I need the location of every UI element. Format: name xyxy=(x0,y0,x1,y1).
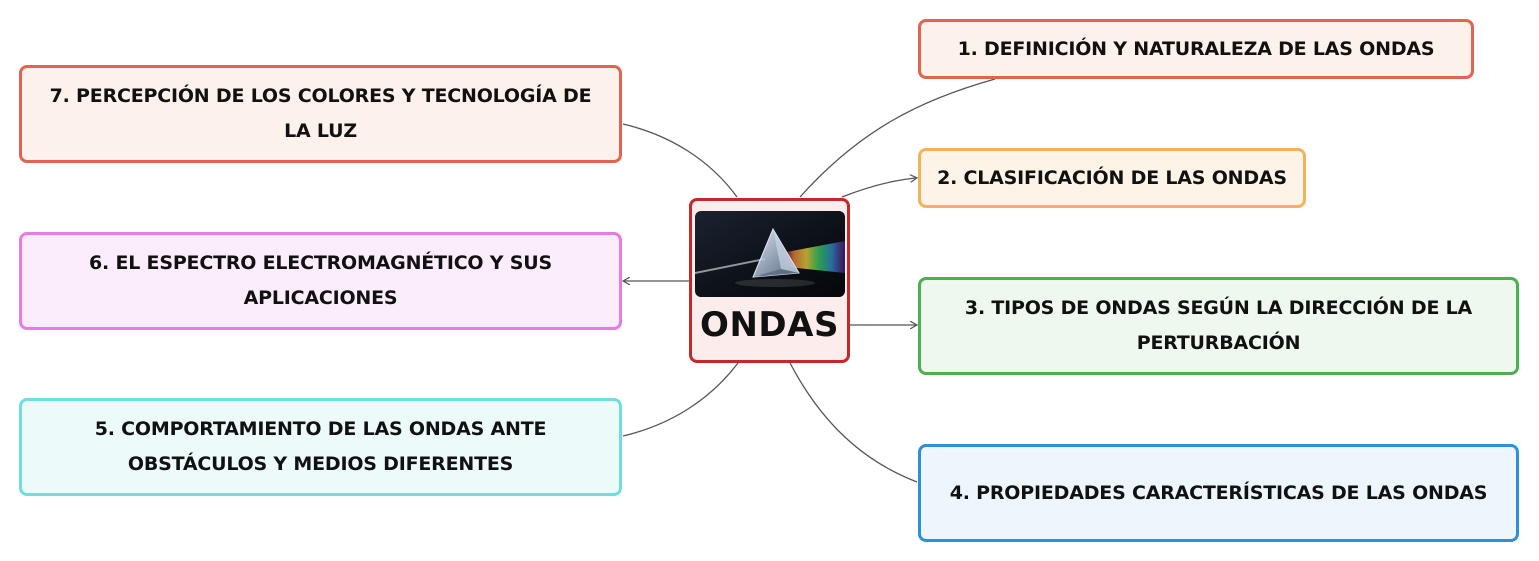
branch-node-3[interactable]: 3. TIPOS DE ONDAS SEGÚN LA DIRECCIÓN DE … xyxy=(918,277,1519,375)
branch-label-5: 5. COMPORTAMIENTO DE LAS ONDAS ANTE OBST… xyxy=(94,418,547,475)
branch-label-3: 3. TIPOS DE ONDAS SEGÚN LA DIRECCIÓN DE … xyxy=(964,297,1473,354)
branch-label-7: 7. PERCEPCIÓN DE LOS COLORES Y TECNOLOGÍ… xyxy=(49,85,592,142)
connector-5 xyxy=(622,362,739,437)
branch-node-1[interactable]: 1. DEFINICIÓN Y NATURALEZA DE LAS ONDAS xyxy=(918,19,1474,79)
branch-label-1: 1. DEFINICIÓN Y NATURALEZA DE LAS ONDAS xyxy=(957,37,1435,60)
central-topic-label: ONDAS xyxy=(700,305,839,345)
branch-node-4[interactable]: 4. PROPIEDADES CARACTERÍSTICAS DE LAS ON… xyxy=(918,444,1519,542)
branch-label-6: 6. EL ESPECTRO ELECTROMAGNÉTICO Y SUS AP… xyxy=(89,252,552,309)
branch-node-5[interactable]: 5. COMPORTAMIENTO DE LAS ONDAS ANTE OBST… xyxy=(19,398,622,496)
branch-label-4: 4. PROPIEDADES CARACTERÍSTICAS DE LAS ON… xyxy=(949,481,1488,504)
prism-light-icon xyxy=(694,211,845,297)
central-topic[interactable]: ONDAS xyxy=(689,198,850,363)
branch-node-7[interactable]: 7. PERCEPCIÓN DE LOS COLORES Y TECNOLOGÍ… xyxy=(19,65,622,163)
connector-4 xyxy=(789,362,918,483)
connector-7 xyxy=(622,123,738,198)
connector-2 xyxy=(841,178,916,198)
branch-node-6[interactable]: 6. EL ESPECTRO ELECTROMAGNÉTICO Y SUS AP… xyxy=(19,232,622,330)
branch-label-2: 2. CLASIFICACIÓN DE LAS ONDAS xyxy=(937,166,1287,189)
branch-node-2[interactable]: 2. CLASIFICACIÓN DE LAS ONDAS xyxy=(918,148,1306,208)
